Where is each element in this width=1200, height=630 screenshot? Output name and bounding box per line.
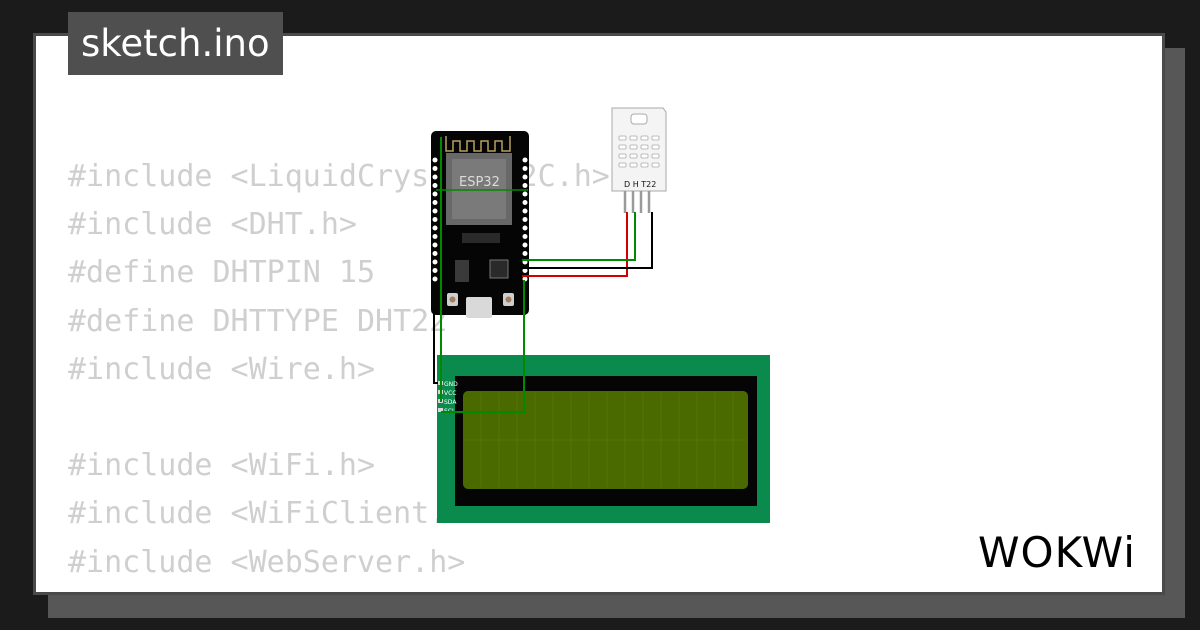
preview-card: #include <LiquidCrystal_I2C.h> #include <… bbox=[33, 33, 1165, 595]
code-line: #include <WiFi.h> bbox=[68, 448, 376, 484]
dht-grille bbox=[618, 135, 660, 168]
esp32-label: ESP32 bbox=[459, 175, 500, 190]
wire-lcd-scl bbox=[441, 280, 525, 413]
wire-dht-gnd bbox=[522, 212, 653, 269]
esp32-board[interactable]: ESP32 bbox=[431, 131, 529, 318]
code-line: #include <LiquidCrystal_I2C.h> bbox=[68, 159, 610, 194]
lcd-pin-label: VCC bbox=[444, 390, 456, 397]
code-line: #include <WebServer.h> bbox=[68, 544, 466, 580]
code-line: #include <Wire.h> bbox=[68, 351, 376, 387]
code-line: #include <DHT.h> bbox=[68, 207, 357, 243]
lcd-character-grid bbox=[465, 393, 746, 487]
esp32-right-pins bbox=[522, 157, 528, 282]
wire-lcd-gnd bbox=[433, 310, 438, 384]
wires bbox=[433, 137, 653, 413]
code-line: #define DHTPIN 15 bbox=[68, 255, 376, 291]
wokwi-logo-text: WOKWi bbox=[978, 528, 1136, 577]
esp32-left-pins bbox=[432, 157, 438, 282]
wire-dht-vcc bbox=[522, 212, 628, 277]
dht22-sensor[interactable]: D H T22 bbox=[611, 107, 667, 213]
code-preview: #include <LiquidCrystal_I2C.h> #include <… bbox=[68, 153, 610, 592]
dht-label: D H T22 bbox=[624, 180, 656, 189]
wire-dht-data bbox=[522, 212, 636, 261]
lcd-module[interactable]: GND VCC SDA SCL bbox=[437, 355, 770, 523]
lcd-pin-label: SDA bbox=[444, 399, 457, 406]
wokwi-logo: WOKWi bbox=[978, 528, 1136, 577]
lcd-pin-label: GND bbox=[444, 381, 458, 388]
file-name-tab[interactable]: sketch.ino bbox=[68, 12, 283, 75]
